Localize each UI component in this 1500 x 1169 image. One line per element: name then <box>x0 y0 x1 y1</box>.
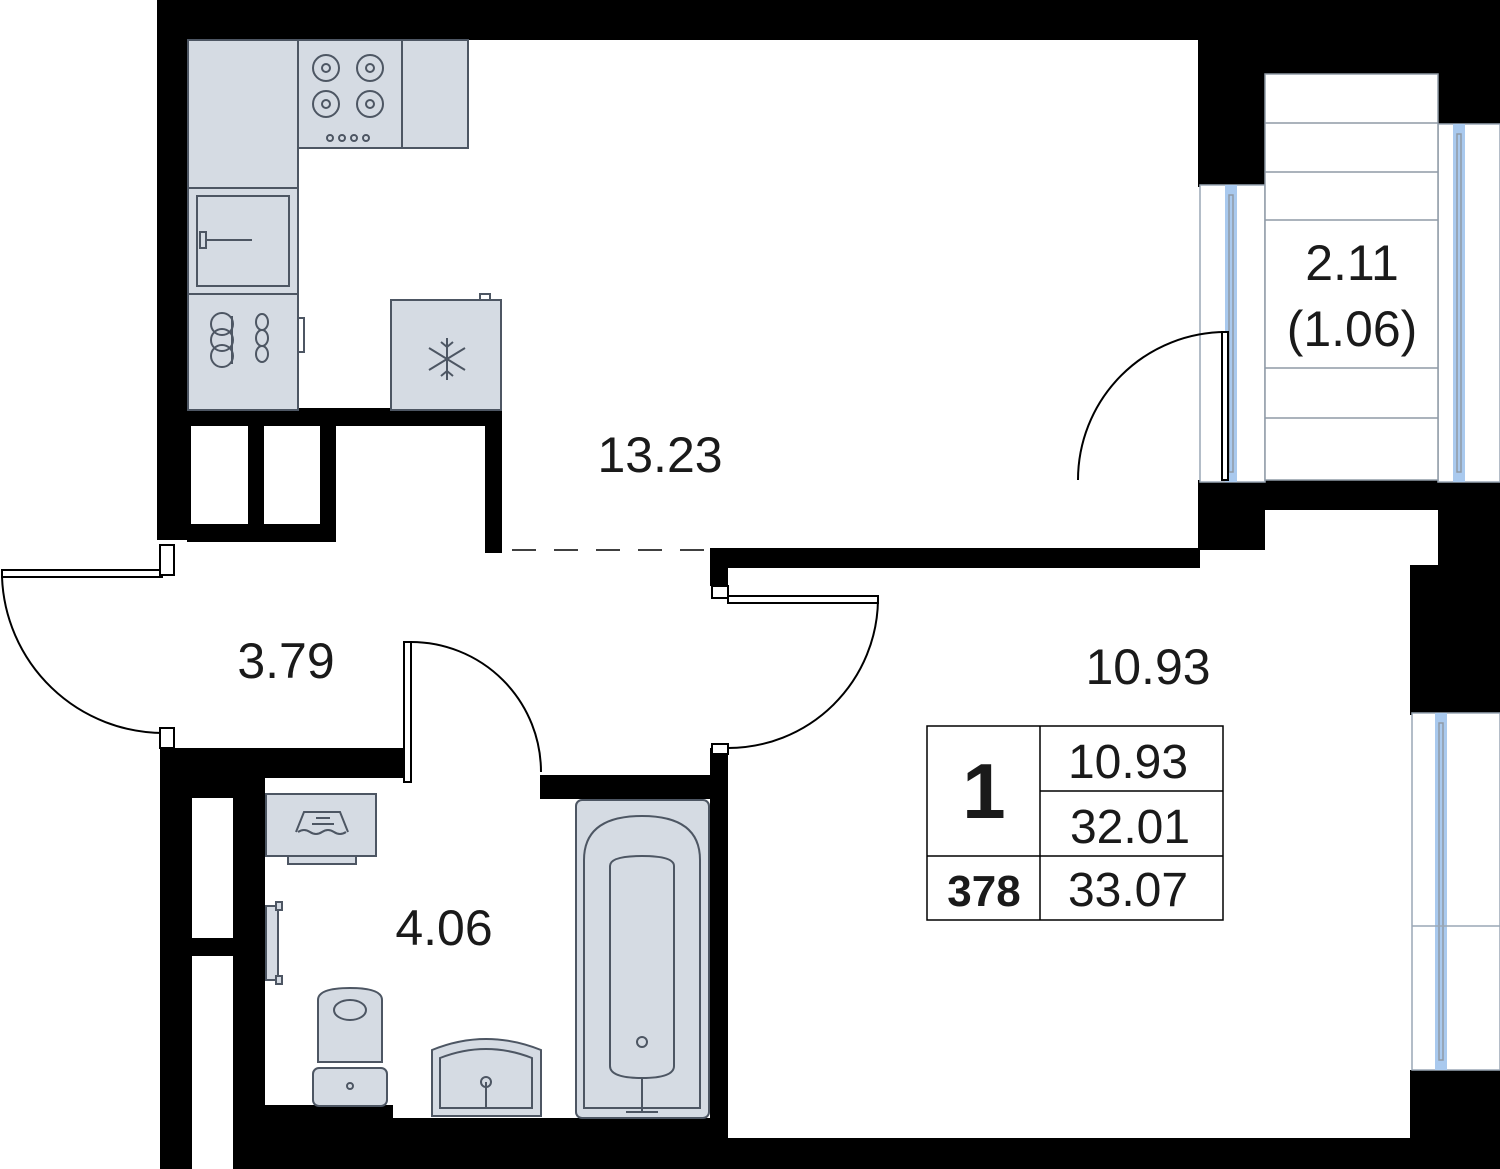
total-area-value: 33.07 <box>1068 864 1188 917</box>
washing-machine-icon <box>187 293 305 411</box>
balcony-door <box>1077 331 1229 481</box>
apartment-number: 378 <box>947 867 1020 916</box>
oven-icon <box>187 187 299 295</box>
kitchen-fixtures <box>187 39 502 411</box>
hallway-area-label: 3.79 <box>237 633 334 689</box>
bathroom-door <box>403 641 542 783</box>
doors <box>1 331 1229 783</box>
kitchen-living-area-label: 13.23 <box>597 427 722 483</box>
balcony-area-label: 2.11 <box>1305 235 1399 291</box>
towel-rail-icon <box>265 901 283 985</box>
bathroom-area-label: 4.06 <box>395 900 492 956</box>
balcony <box>1264 73 1439 481</box>
sink-icon <box>431 1038 542 1117</box>
area-excl-balcony-value: 32.01 <box>1070 801 1190 854</box>
toilet-icon <box>312 986 388 1107</box>
windows <box>1199 123 1500 1071</box>
snowflake-icon <box>428 338 466 380</box>
washbasin-icon <box>265 793 377 865</box>
info-table: 1 378 10.93 32.01 33.07 <box>926 725 1224 921</box>
bathroom-fixtures <box>265 793 710 1119</box>
entrance-door <box>1 544 175 749</box>
rooms-count: 1 <box>962 747 1005 835</box>
walls <box>157 0 1500 1169</box>
refrigerator-icon <box>390 293 502 411</box>
bathtub-icon <box>575 799 710 1119</box>
bedroom-door <box>711 585 879 755</box>
balcony-reduced-area-label: (1.06) <box>1287 301 1418 357</box>
living-area-value: 10.93 <box>1068 736 1188 789</box>
bedroom-area-label: 10.93 <box>1085 639 1210 695</box>
stove-icon <box>297 39 403 149</box>
